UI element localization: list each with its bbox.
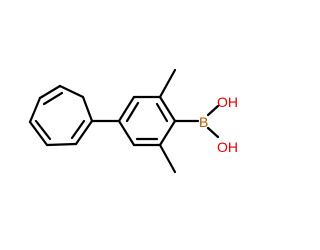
boron-oxygen-bond-bottom xyxy=(206,126,220,139)
central-ring xyxy=(117,95,177,147)
phenyl-ring xyxy=(28,84,94,147)
methyl-bond-top xyxy=(158,68,177,99)
boron-atom-label: B xyxy=(199,114,208,130)
biphenyl-boronic-acid-structure: B OH OH xyxy=(28,68,238,174)
hydroxyl-bottom-label: OH xyxy=(217,139,238,155)
hydroxyl-top-label: OH xyxy=(217,94,238,110)
boron-oxygen-bond-top xyxy=(206,104,220,117)
methyl-bond-bottom xyxy=(158,143,177,174)
